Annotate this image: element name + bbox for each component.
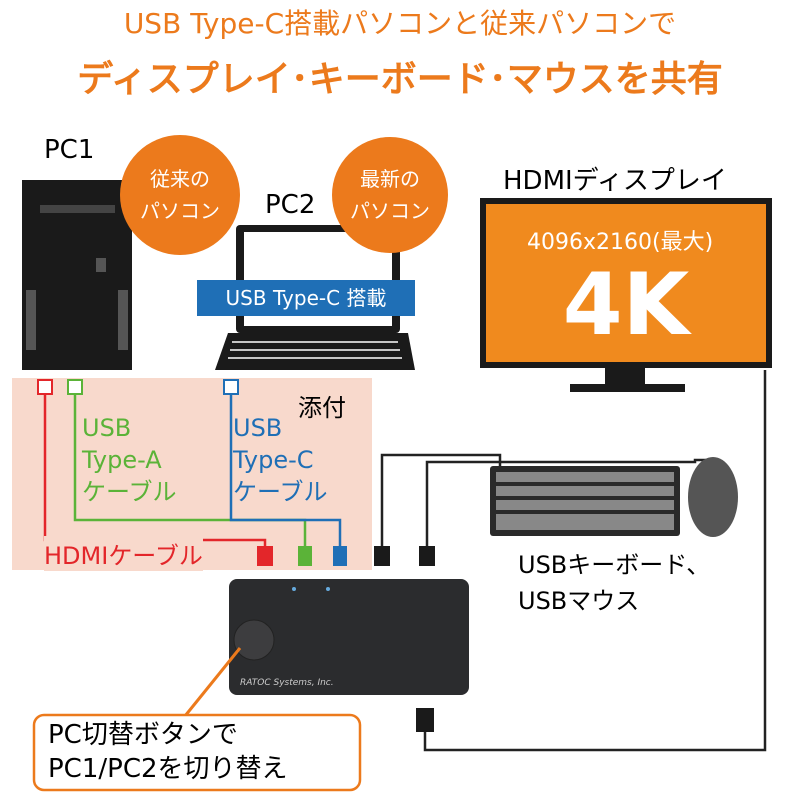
pc1-badge (120, 135, 240, 255)
header-line2: ディスプレイ･キーボード･マウスを共有 (77, 59, 723, 100)
callout-pointer (183, 647, 242, 717)
callout-box (32, 713, 362, 792)
pc2-label: PC2 (265, 190, 316, 220)
hdmi-monitor (480, 198, 772, 392)
kvm-switch (229, 579, 469, 695)
hdmi-cable-label: HDMIケーブル (44, 536, 203, 571)
usb-c-tag: USB Type-C 搭載 (197, 280, 415, 316)
keyboard-cable (380, 453, 502, 548)
pc1-label: PC1 (44, 135, 95, 165)
display-cable (423, 370, 767, 752)
pc2-badge (332, 137, 448, 253)
pc2-badge-text: 最新のパソコン (350, 167, 430, 223)
device-brand: RATOC Systems, Inc. (240, 678, 334, 688)
display-resolution: 4096x2160(最大) (527, 230, 714, 255)
mouse-cable (425, 458, 712, 548)
included-label: 添付 (298, 394, 346, 422)
usb-keyboard (490, 466, 680, 536)
usb-mouse (688, 457, 738, 537)
pc-switch-button[interactable] (233, 619, 275, 661)
connectors (37, 379, 435, 732)
usb-c-cable (229, 392, 342, 548)
display-4k: 4K (562, 255, 690, 355)
peripherals-label: USBキーボード、USBマウス (518, 551, 711, 615)
pc1-badge-text: 従来のパソコン (140, 167, 220, 223)
usb-a-cable (73, 392, 307, 548)
pc1-tower (22, 180, 132, 370)
header-line1: USB Type-C搭載パソコンと従来パソコンで (123, 7, 677, 40)
display-label: HDMIディスプレイ (503, 166, 727, 196)
